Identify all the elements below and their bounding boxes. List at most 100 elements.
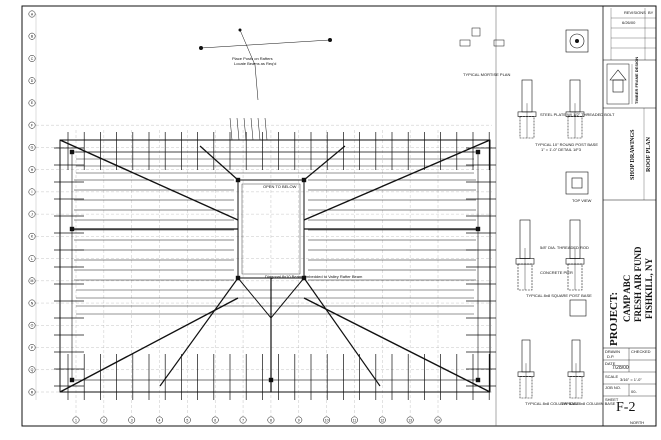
center-note: Diagonal 8x10 Beam Embedded to Valley Ra… — [265, 274, 363, 279]
column-marker-label: 1 — [75, 419, 77, 423]
north-arrow-point-icon — [199, 46, 203, 50]
hip-rafter — [59, 297, 239, 393]
roof-framing-plan — [54, 117, 496, 400]
column-marker-label: 5 — [186, 419, 188, 423]
detail-scale-note: 1" = 1'-0" DETAIL 1/F3 — [541, 147, 581, 152]
post-marker — [69, 377, 75, 383]
square-post-base-caption: TYPICAL 8x8 SQUARE POST BASE — [526, 293, 592, 298]
sheet-border — [21, 5, 657, 427]
valley-beam — [303, 277, 381, 387]
project-label: PROJECT: — [608, 291, 620, 346]
row-marker — [28, 55, 36, 62]
column-marker — [211, 416, 219, 424]
roof-note-label: Place Posts on Rafters — [232, 56, 273, 61]
row-marker — [28, 232, 36, 240]
column-marker — [323, 416, 331, 424]
valley-beam — [303, 145, 346, 181]
date-value: 7/28/00 — [612, 365, 629, 371]
row-marker-label: D — [31, 79, 34, 83]
roof-perimeter — [59, 139, 491, 393]
row-marker-label: J — [31, 212, 33, 216]
project-client: FRESH AIR FUND — [633, 246, 643, 322]
post-marker — [69, 226, 75, 232]
row-marker-label: A — [31, 12, 34, 16]
checked-label: CHECKED — [631, 349, 651, 354]
mortise-detail — [459, 39, 471, 47]
column-marker-label: 12 — [380, 419, 384, 423]
detail-drawings — [459, 27, 589, 399]
column-marker-label: 6 — [214, 419, 216, 423]
column-marker — [72, 416, 80, 424]
hip-rafter — [303, 297, 491, 393]
north-arrow-note — [199, 28, 332, 101]
row-marker-label: Q — [31, 368, 34, 372]
house-icon — [609, 69, 627, 81]
row-marker — [28, 255, 36, 263]
firm-name: TIMBER FRAME DESIGN — [634, 56, 639, 104]
row-marker — [28, 121, 36, 129]
row-marker-label: I — [32, 190, 33, 194]
row-marker-label: N — [31, 301, 34, 305]
house-icon-body — [612, 79, 624, 93]
project-name: CAMP ABC — [622, 274, 632, 322]
column-marker — [434, 416, 442, 424]
column-marker-label: 11 — [353, 419, 357, 423]
mortise-plan-caption: TYPICAL MORTISE PLAN — [463, 72, 511, 77]
post-marker — [69, 149, 75, 155]
sheet-number: F-2 — [616, 400, 636, 415]
row-marker-label: O — [31, 324, 34, 328]
round-post-plan — [565, 29, 589, 53]
post-marker — [301, 275, 307, 281]
anchor-bolt-icon — [575, 39, 579, 43]
column-marker-label: 8 — [270, 419, 272, 423]
drawing-type: SHOP DRAWINGS — [630, 129, 636, 181]
valley-beam — [159, 277, 239, 387]
row-marker — [28, 366, 36, 374]
top-view-label: TOP VIEW — [572, 198, 592, 203]
drawn-value: D.P. — [607, 354, 615, 359]
north-arrow-point-icon — [328, 38, 332, 42]
row-marker — [28, 143, 36, 151]
row-marker-label: B — [31, 35, 34, 39]
column-marker-label: 9 — [298, 419, 300, 423]
row-marker — [28, 277, 36, 285]
footing-note: CONCRETE PIER — [540, 270, 573, 275]
row-marker — [28, 166, 36, 174]
column-marker — [239, 416, 247, 424]
roof-note-sub: Locate Beams as Req'd — [234, 61, 277, 66]
column-marker — [100, 416, 108, 424]
row-marker — [28, 388, 36, 396]
central-opening-inner — [241, 183, 301, 275]
column-marker-label: 7 — [242, 419, 244, 423]
row-marker — [28, 321, 36, 329]
square-post-plan — [565, 171, 589, 195]
round-post-plan-circle — [569, 33, 585, 49]
post-marker — [475, 377, 481, 383]
column-marker-label: 14 — [436, 419, 440, 423]
column-marker-label: 4 — [159, 419, 161, 423]
title-block — [603, 8, 656, 397]
sheet-of: NORTH — [630, 420, 645, 425]
mortise-detail — [493, 39, 505, 47]
revision-by-header: BY — [648, 10, 654, 15]
column-base-caption-c: TYPICAL 8x8 COLUMN BASE — [561, 401, 616, 406]
column-marker — [351, 416, 358, 424]
row-marker — [28, 99, 36, 107]
rafter-tail — [250, 117, 254, 141]
row-marker-label: G — [31, 146, 34, 150]
post-marker — [268, 377, 274, 383]
open-to-below-label: OPEN TO BELOW — [263, 184, 297, 189]
post-marker — [235, 275, 241, 281]
gridlines — [35, 14, 492, 416]
row-marker-label: K — [31, 235, 34, 239]
plate-note: STEEL PLATE W/ 1/2" THREADED BOLT — [540, 112, 615, 117]
row-marker — [28, 10, 36, 18]
row-marker-label: L — [31, 257, 33, 261]
post-marker — [235, 177, 241, 183]
row-marker-label: R — [31, 390, 34, 394]
column-marker — [183, 416, 191, 424]
anchor-note: 5/8" DIA. THREADED ROD — [540, 245, 589, 250]
row-marker — [28, 344, 36, 351]
scale-value: 3/16" = 1'-0" — [620, 377, 642, 382]
